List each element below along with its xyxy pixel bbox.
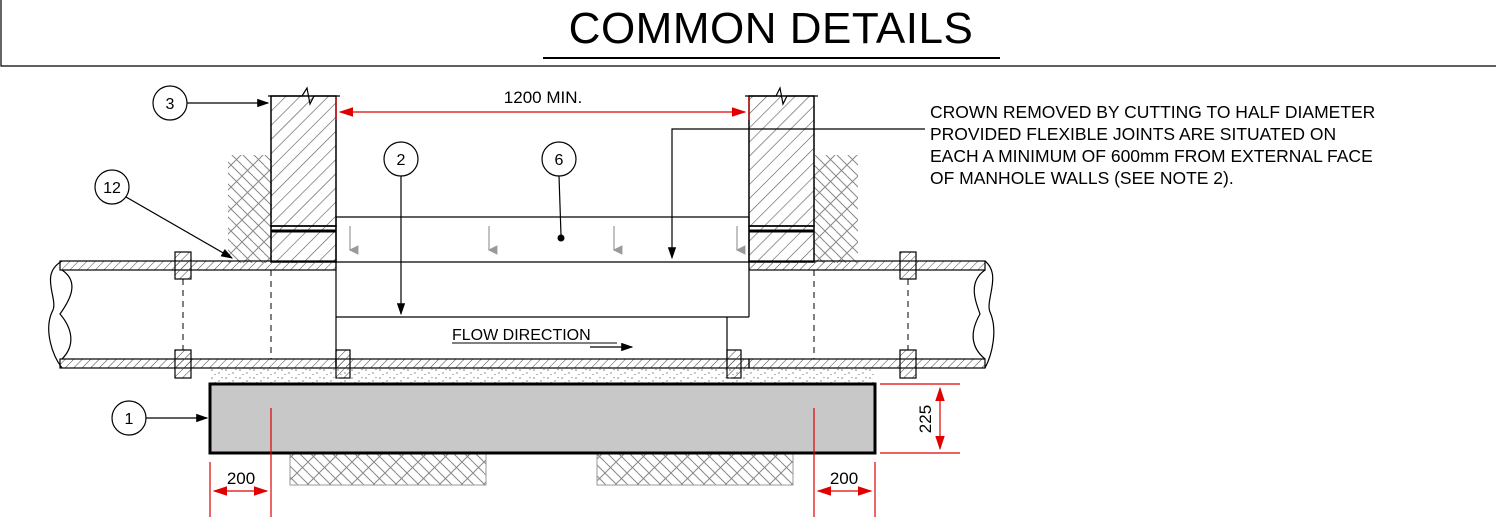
crown-removal-note: CROWN REMOVED BY CUTTING TO HALF DIAMETE… — [930, 101, 1490, 189]
callout-3: 3 — [152, 85, 270, 121]
svg-text:200: 200 — [830, 469, 858, 488]
note-line-1: CROWN REMOVED BY CUTTING TO HALF DIAMETE… — [930, 102, 1376, 122]
svg-text:12: 12 — [103, 180, 121, 197]
concrete-base — [208, 382, 877, 455]
svg-text:2: 2 — [397, 152, 406, 169]
callout-12: 12 — [94, 169, 234, 259]
pipe-left — [48, 251, 337, 379]
dimension-1200-min: 1200 MIN. — [335, 88, 750, 120]
dimension-200-left: 200 — [209, 408, 272, 517]
note-line-4: OF MANHOLE WALLS (SEE NOTE 2). — [930, 168, 1234, 188]
svg-text:6: 6 — [555, 152, 564, 169]
soil-left — [228, 155, 272, 263]
pipe-invert-channel — [335, 358, 750, 369]
note-leader — [667, 128, 925, 260]
pipe-right — [748, 251, 995, 379]
callout-2: 2 — [383, 141, 419, 316]
soil-under-base-right — [596, 452, 794, 486]
benching — [335, 216, 750, 365]
soil-right — [814, 155, 858, 263]
dimension-200-right: 200 — [813, 408, 876, 517]
svg-text:225: 225 — [916, 405, 935, 433]
granular-bedding — [210, 368, 876, 384]
drawing-title: COMMON DETAILS — [568, 4, 974, 53]
svg-text:200: 200 — [227, 469, 255, 488]
svg-text:1200 MIN.: 1200 MIN. — [504, 88, 582, 107]
manhole-wall-left — [268, 86, 340, 263]
callout-6: 6 — [541, 141, 577, 236]
manhole-wall-right — [745, 86, 818, 263]
svg-text:1: 1 — [125, 411, 134, 428]
dimension-225: 225 — [880, 383, 960, 454]
flow-direction-label: FLOW DIRECTION — [452, 327, 591, 344]
soil-under-base-left — [289, 452, 487, 486]
note-line-3: EACH A MINIMUM OF 600mm FROM EXTERNAL FA… — [930, 146, 1373, 166]
svg-text:3: 3 — [166, 96, 175, 113]
note-line-2: PROVIDED FLEXIBLE JOINTS ARE SITUATED ON — [930, 124, 1337, 144]
callout-1: 1 — [111, 400, 209, 436]
